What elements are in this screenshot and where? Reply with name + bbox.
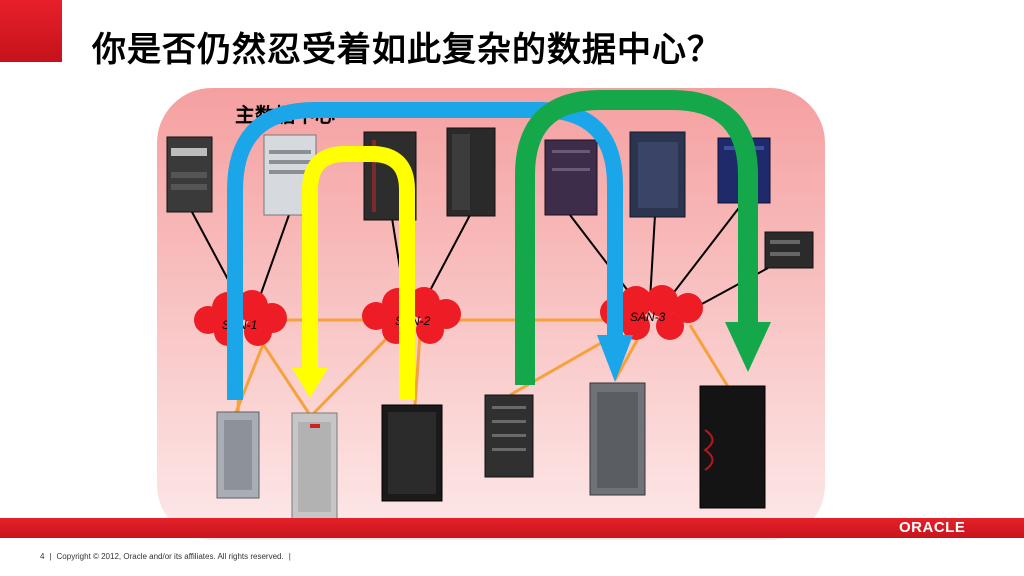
server-tower-icon [166, 136, 213, 213]
rack-unit-icon [764, 231, 814, 269]
brand-corner-block [0, 0, 62, 62]
storage-array-icon [484, 394, 534, 478]
storage-array-icon [291, 412, 338, 520]
blue-arrow [227, 102, 633, 400]
slide-footer: 4 | Copyright © 2012, Oracle and/or its af… [40, 552, 296, 561]
footer-red-stripe [0, 518, 1024, 538]
footer-separator: | [49, 552, 52, 561]
server-tower-icon [446, 127, 496, 217]
server-tower-icon [629, 131, 686, 218]
server-tower-icon [544, 139, 598, 216]
yellow-arrow [292, 146, 415, 400]
slide-title: 你是否仍然忍受着如此复杂的数据中心？ [92, 30, 722, 70]
bottom-storage [216, 382, 766, 520]
storage-array-icon [216, 411, 260, 499]
footer-separator: | [288, 552, 291, 561]
green-arrow [515, 90, 771, 385]
storage-array-icon [699, 385, 766, 509]
storage-array-icon [381, 404, 443, 502]
storage-array-icon [589, 382, 646, 496]
oracle-logo: ORACLE [899, 519, 966, 536]
copyright-text: Copyright © 2012, Oracle and/or its affi… [56, 552, 284, 561]
san-label-3: SAN-3 [630, 310, 666, 324]
page-number: 4 [40, 552, 45, 561]
